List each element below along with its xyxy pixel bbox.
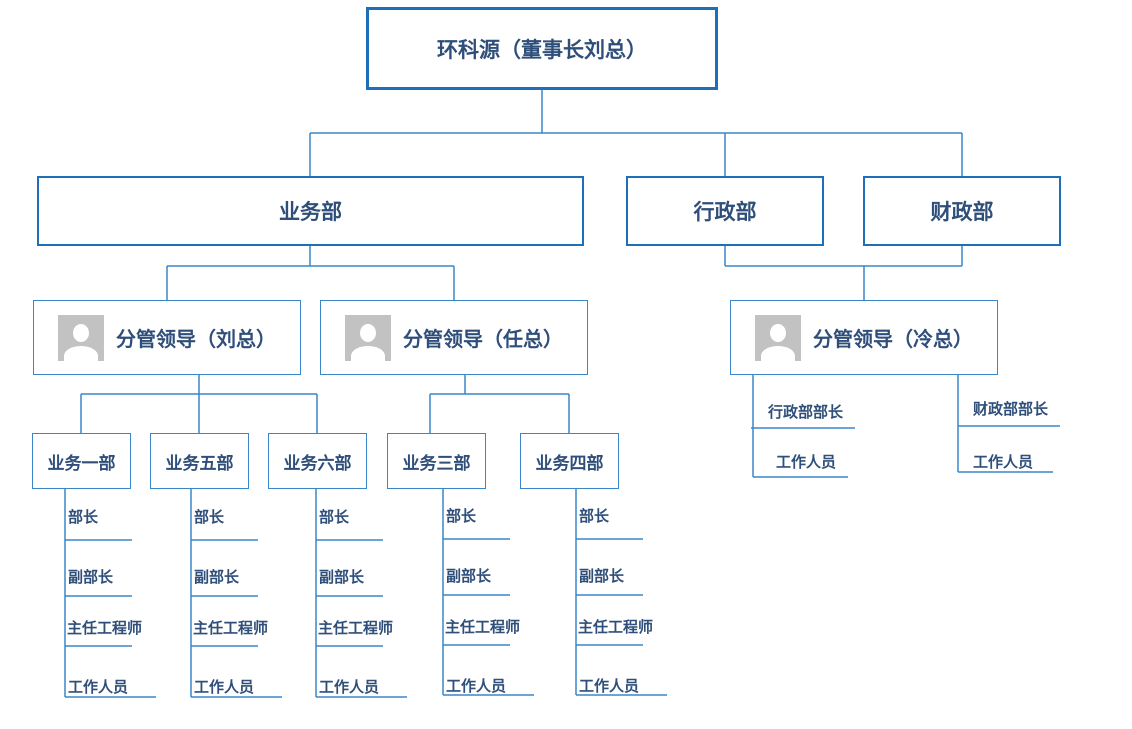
root-label: 环科源（董事长刘总）	[437, 37, 647, 62]
connector-leader-3	[751, 374, 1060, 478]
avatar-icon	[58, 314, 104, 361]
unit-label: 业务五部	[165, 453, 234, 474]
admin-role-label: 行政部部长	[768, 403, 844, 421]
unit-label: 业务四部	[535, 453, 604, 474]
leader-node-1: 分管领导（刘总）	[33, 300, 301, 375]
role-label: 部长	[194, 508, 225, 526]
dept-business-label: 业务部	[279, 200, 342, 224]
connector-business	[166, 245, 455, 300]
leader-node-2: 分管领导（任总）	[320, 300, 588, 375]
root-node: 环科源（董事长刘总）	[366, 7, 718, 90]
role-label: 部长	[319, 508, 350, 526]
unit-node-1: 业务一部	[32, 433, 131, 489]
unit-node-5: 业务四部	[520, 433, 619, 489]
leader-label: 分管领导（任总）	[403, 327, 563, 351]
avatar-icon	[345, 314, 391, 361]
dept-finance: 财政部	[863, 176, 1061, 246]
finance-role-label: 工作人员	[973, 453, 1034, 471]
leader-node-3: 分管领导（冷总）	[730, 300, 998, 375]
role-label: 副部长	[579, 567, 625, 585]
dept-admin-label: 行政部	[693, 200, 757, 224]
role-label: 工作人员	[194, 678, 255, 696]
unit-label: 业务六部	[283, 453, 352, 474]
admin-role-label: 工作人员	[776, 453, 837, 471]
dept-business: 业务部	[37, 176, 584, 246]
role-label: 部长	[579, 507, 610, 525]
role-label: 主任工程师	[318, 619, 394, 637]
role-label: 部长	[446, 507, 477, 525]
role-label: 工作人员	[446, 677, 507, 695]
role-label: 主任工程师	[193, 619, 269, 637]
leader-label: 分管领导（冷总）	[813, 327, 973, 351]
role-label: 主任工程师	[578, 618, 654, 636]
role-label: 主任工程师	[445, 618, 521, 636]
unit-4-roles-lines	[442, 488, 534, 696]
role-label: 副部长	[446, 567, 492, 585]
role-label: 工作人员	[68, 678, 129, 696]
finance-role-label: 财政部部长	[973, 400, 1049, 418]
role-label: 副部长	[68, 568, 114, 586]
unit-3-roles-lines	[315, 488, 407, 698]
connector-admin-finance	[724, 245, 963, 300]
role-label: 副部长	[319, 568, 365, 586]
role-label: 部长	[68, 508, 99, 526]
dept-finance-label: 财政部	[930, 200, 994, 224]
unit-2-roles-lines	[190, 488, 282, 698]
connector-leader-1	[80, 374, 318, 434]
role-label: 工作人员	[319, 678, 380, 696]
unit-label: 业务一部	[47, 453, 116, 474]
role-label: 工作人员	[579, 677, 640, 695]
leader-label: 分管领导（刘总）	[116, 327, 276, 351]
connector-root	[309, 89, 963, 176]
role-label: 副部长	[194, 568, 240, 586]
unit-node-2: 业务五部	[150, 433, 249, 489]
unit-label: 业务三部	[402, 453, 471, 474]
avatar-icon	[755, 314, 801, 361]
connector-leader-2	[429, 374, 570, 434]
unit-node-3: 业务六部	[268, 433, 367, 489]
unit-5-roles-lines	[575, 488, 667, 696]
unit-node-4: 业务三部	[387, 433, 486, 489]
unit-1-roles-lines	[64, 488, 156, 698]
role-label: 主任工程师	[67, 619, 143, 637]
dept-admin: 行政部	[626, 176, 824, 246]
